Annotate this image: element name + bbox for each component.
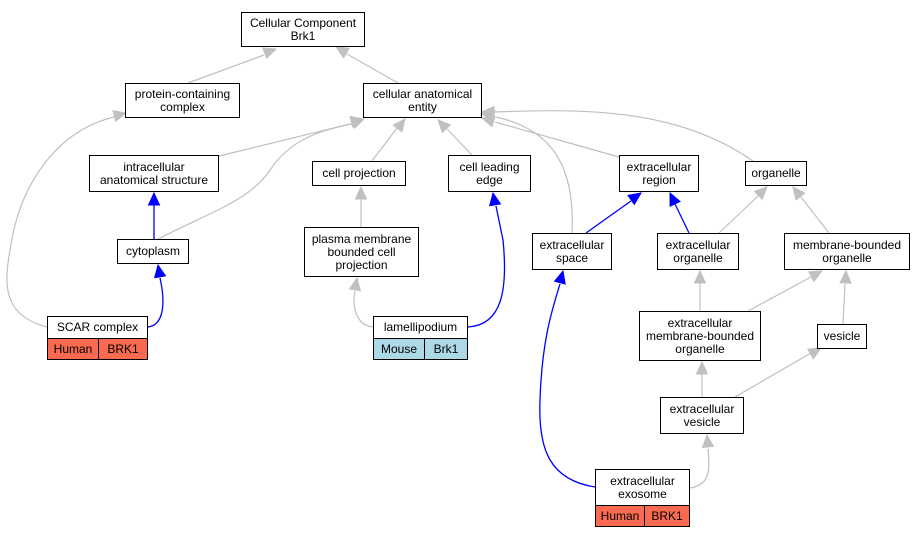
edge-cytoplasm-to-intracellular-arrowhead [147,191,161,206]
node-plasma-membrane-bounded-cell-projection[interactable]: plasma membrane bounded cell projection [304,227,419,277]
edge-cytoplasm-to-cae-arrowhead [350,117,366,130]
species-tag: Human [595,505,645,527]
edge-ext-membrane-bounded-to-membrane-bounded-arrowhead [808,270,824,283]
edge-scar-to-cytoplasm [147,277,164,328]
edge-leading-edge-to-cae [446,128,473,156]
edge-extracellular-organelle-to-organelle [718,195,759,234]
edge-lamellipodium-to-plasma-membrane-arrowhead [348,276,362,292]
edge-vesicle-to-membrane-bounded [842,283,846,325]
node-extracellular-region[interactable]: extracellular region [619,155,699,192]
node-scar-complex[interactable]: SCAR complex [47,316,148,339]
edge-extracellular-space-to-cae [495,116,573,234]
edge-extracellular-space-to-region [585,200,632,234]
node-vesicle[interactable]: vesicle [817,324,867,349]
node-lamellipodium[interactable]: lamellipodium [373,316,468,339]
node-cellular-component-root[interactable]: Cellular Component Brk1 [241,12,365,47]
edge-leading-edge-to-cae-arrowhead [437,119,452,134]
edge-extracellular-region-to-cae [494,121,620,158]
edge-protein-complex-to-root-arrowhead [262,47,278,60]
species-tag: Mouse [373,338,425,360]
edge-membrane-bounded-to-organelle [800,196,830,234]
edge-extracellular-organelle-to-organelle-arrowhead [753,186,768,201]
edge-vesicle-to-membrane-bounded-arrowhead [839,269,852,284]
edge-scar-to-protein-complex [6,116,115,328]
node-membrane-bounded-organelle[interactable]: membrane-bounded organelle [784,233,910,270]
edge-exosome-to-extracellular-space [539,283,596,488]
edge-cae-to-root-arrowhead [334,46,350,59]
edge-plasma-membrane-to-cell-projection-arrowhead [354,185,368,200]
node-extracellular-membrane-bounded-organelle[interactable]: extracellular membrane-bounded organelle [639,311,761,361]
node-intracellular-anatomical-structure[interactable]: intracellular anatomical structure [89,155,219,192]
node-cytoplasm[interactable]: cytoplasm [117,239,189,264]
node-protein-containing-complex[interactable]: protein-containing complex [125,83,240,118]
edge-exosome-to-ext-vesicle-arrowhead [701,433,715,448]
edge-extracellular-organelle-to-region-arrowhead [669,191,681,207]
edge-scar-to-cytoplasm-arrowhead [153,263,167,279]
edge-cell-projection-to-cae-arrowhead [392,118,406,133]
edge-extracellular-organelle-to-region [674,203,690,234]
edge-ext-membrane-bounded-to-ext-organelle-arrowhead [693,269,707,284]
node-cellular-anatomical-entity[interactable]: cellular anatomical entity [363,83,482,118]
edge-membrane-bounded-to-organelle-arrowhead [792,186,806,201]
node-extracellular-exosome[interactable]: extracellular exosome [595,469,690,506]
node-extracellular-space[interactable]: extracellular space [532,233,612,270]
edge-lamellipodium-to-leading-edge-arrowhead [488,191,502,207]
edge-exosome-to-extracellular-space-arrowhead [553,269,566,285]
edge-ext-vesicle-to-ext-membrane-bounded-arrowhead [695,360,709,375]
edge-extracellular-space-to-cae-arrowhead [480,109,496,123]
edge-exosome-to-ext-vesicle [689,448,710,489]
edge-protein-complex-to-root [187,54,265,84]
node-cell-projection[interactable]: cell projection [312,161,406,186]
edge-lamellipodium-to-plasma-membrane [353,290,374,328]
gene-tag: BRK1 [644,505,690,527]
edge-cytoplasm-to-cae [157,123,353,240]
edge-extracellular-space-to-region-arrowhead [627,192,642,206]
edge-ext-vesicle-to-vesicle-arrowhead [807,347,823,360]
node-cell-leading-edge[interactable]: cell leading edge [448,155,531,192]
edge-cell-projection-to-cae [371,127,398,162]
edge-organelle-to-cae [494,110,754,162]
node-extracellular-vesicle[interactable]: extracellular vesicle [660,397,744,434]
gene-tag: Brk1 [424,338,468,360]
species-tag: Human [47,338,99,360]
node-extracellular-organelle[interactable]: extracellular organelle [657,233,739,270]
node-organelle[interactable]: organelle [745,161,807,186]
gene-tag: BRK1 [98,338,148,360]
edge-ext-membrane-bounded-to-membrane-bounded [747,276,812,312]
edge-ext-vesicle-to-vesicle [734,352,812,398]
edge-scar-to-protein-complex-arrowhead [112,110,128,123]
edge-cae-to-root [346,53,399,84]
edge-lamellipodium-to-leading-edge [467,205,506,328]
